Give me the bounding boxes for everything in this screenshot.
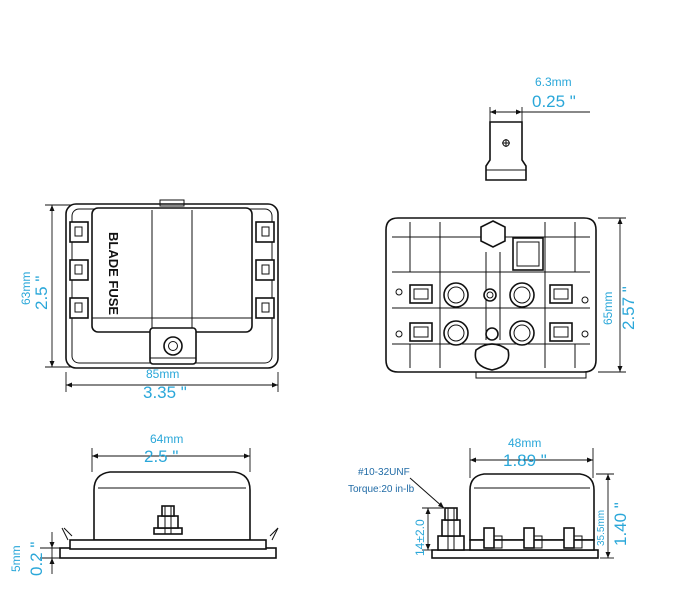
stud-height: 14±2.0 <box>413 519 427 556</box>
front-view: 63mm 2.5 " BLADE FUSE <box>19 199 279 402</box>
terminal-detail-view: 6.3mm 0.25 " <box>485 75 590 181</box>
base-thickness-in: 0.2 " <box>27 542 46 576</box>
front-length-in: 3.35 " <box>143 383 187 402</box>
thread-spec: #10-32UNF <box>358 467 410 478</box>
back-view: 65mm 2.57 " <box>385 217 638 379</box>
terminal-width-in: 0.25 " <box>532 92 576 111</box>
blade-fuse-label: BLADE FUSE <box>106 232 121 315</box>
end-height-mm: 35.5mm <box>596 510 607 546</box>
torque-spec: Torque:20 in-lb <box>348 484 415 495</box>
side-length-mm: 64mm <box>150 432 183 446</box>
back-height-mm: 65mm <box>601 292 615 325</box>
front-height-in: 2.5 " <box>32 276 51 310</box>
end-width-mm: 48mm <box>508 436 541 450</box>
side-length-in: 2.5 " <box>144 447 178 466</box>
end-height-in: 1.40 " <box>611 502 630 546</box>
side-view: 64mm 2.5 " 5mm 0.2 " <box>9 432 279 576</box>
back-height-in: 2.57 " <box>619 286 638 330</box>
terminal-width-mm: 6.3mm <box>535 75 572 89</box>
front-length-mm: 85mm <box>146 367 179 381</box>
front-height-mm: 63mm <box>19 272 33 305</box>
end-view: 48mm 1.89 " #10-32UNF Torque:20 in-lb 14… <box>348 436 630 559</box>
end-width-in: 1.89 " <box>503 451 547 470</box>
base-thickness-mm: 5mm <box>9 545 23 572</box>
